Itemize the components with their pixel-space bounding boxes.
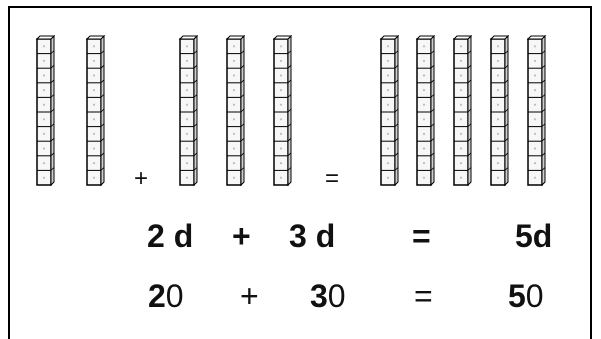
ten-rod-graphic bbox=[452, 35, 472, 187]
number-middle-tens-digit: 3 bbox=[310, 278, 328, 314]
ten-rod-middle-2 bbox=[225, 35, 245, 188]
ten-rod-left-1 bbox=[35, 35, 55, 188]
ten-rod-graphic bbox=[379, 35, 399, 187]
ten-rod-right-5 bbox=[526, 35, 546, 188]
ten-rod-right-1 bbox=[379, 35, 399, 188]
ten-rod-left-2 bbox=[85, 35, 105, 188]
tens-middle-term: 3 d bbox=[289, 218, 336, 254]
tens-right-term: 5d bbox=[515, 218, 553, 254]
ten-rod-graphic bbox=[35, 35, 55, 187]
ten-rod-graphic bbox=[415, 35, 435, 187]
ten-rod-middle-3 bbox=[272, 35, 292, 188]
ten-rod-middle-1 bbox=[178, 35, 198, 188]
ten-rod-right-3 bbox=[452, 35, 472, 188]
ten-rod-right-2 bbox=[415, 35, 435, 188]
ten-rod-right-4 bbox=[489, 35, 509, 188]
ten-rod-graphic bbox=[489, 35, 509, 187]
number-middle-ones-digit: 0 bbox=[327, 278, 346, 314]
ten-rod-graphic bbox=[272, 35, 292, 187]
number-left: 20 bbox=[148, 280, 184, 312]
ten-rod-graphic bbox=[178, 35, 198, 187]
number-equals-sign: = bbox=[414, 278, 433, 314]
tens-left-term: 2 d bbox=[147, 218, 194, 254]
blocks-plus-sign: + bbox=[134, 165, 149, 192]
number-right: 50 bbox=[508, 280, 544, 312]
ten-rod-graphic bbox=[225, 35, 245, 187]
number-middle: 30 bbox=[310, 280, 346, 312]
number-right-ones-digit: 0 bbox=[525, 278, 544, 314]
blocks-equals-sign: = bbox=[325, 165, 340, 192]
number-left-ones-digit: 0 bbox=[165, 278, 184, 314]
number-left-tens-digit: 2 bbox=[148, 278, 166, 314]
ten-rod-graphic bbox=[526, 35, 546, 187]
tens-equals-sign: = bbox=[412, 218, 431, 254]
number-plus-sign: + bbox=[240, 278, 259, 314]
ten-rod-graphic bbox=[85, 35, 105, 187]
tens-plus-sign: + bbox=[232, 218, 251, 254]
number-right-tens-digit: 5 bbox=[508, 278, 526, 314]
